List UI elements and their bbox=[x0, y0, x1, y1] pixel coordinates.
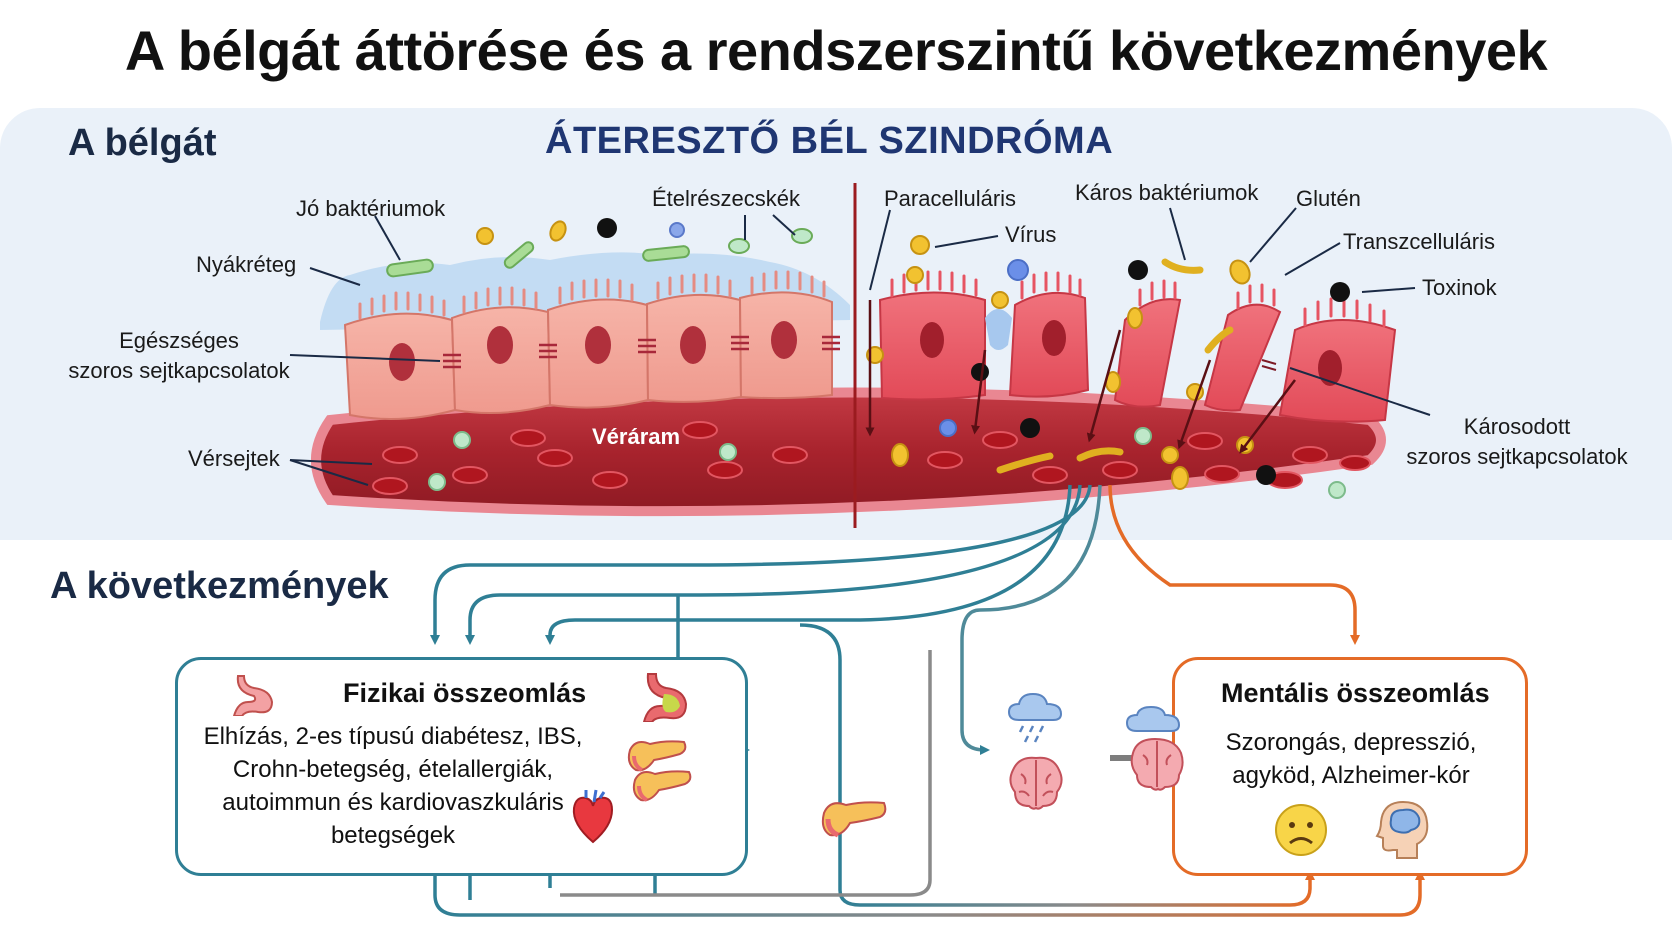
damaged-cell bbox=[1278, 319, 1397, 423]
label-damaged-tj-line1: Károsodott bbox=[1463, 414, 1571, 439]
leaked-particles bbox=[891, 418, 1276, 490]
label-good-bacteria: Jó baktériumok bbox=[296, 196, 446, 221]
mental-breakdown-box: Mentális összeomlás Szorongás, depresszi… bbox=[1172, 657, 1528, 876]
page-title: A bélgát áttörése és a rendszerszintű kö… bbox=[124, 19, 1548, 82]
pancreas-icon bbox=[821, 801, 887, 838]
label-bloodstream: Véráram bbox=[592, 424, 681, 449]
consequences-heading: A következmények bbox=[50, 565, 389, 607]
label-mucus: Nyákréteg bbox=[196, 252, 297, 277]
damaged-cell bbox=[878, 291, 986, 401]
stomach-icon bbox=[232, 675, 274, 716]
translocation-arrows bbox=[865, 300, 1296, 454]
leader-lines bbox=[289, 207, 1431, 486]
brain-icon bbox=[1009, 756, 1063, 810]
label-toxins: Toxinok bbox=[1422, 275, 1497, 300]
damaged-cells bbox=[878, 270, 1397, 423]
label-transcellular: Transzcelluláris bbox=[1343, 229, 1496, 254]
label-healthy-tj-line2: szoros sejtkapcsolatok bbox=[68, 358, 290, 383]
label-paracellular: Paracelluláris bbox=[884, 186, 1017, 211]
healthy-cell bbox=[645, 293, 743, 403]
mental-text-line1: Szorongás, depresszió, bbox=[1225, 729, 1477, 756]
label-healthy-tj-line1: Egészséges bbox=[119, 328, 239, 353]
damaged-cell bbox=[1203, 303, 1282, 412]
physical-text-line3: autoimmun és kardiovaszkuláris bbox=[222, 789, 564, 816]
physical-text-line1: Elhízás, 2-es típusú diabétesz, IBS, bbox=[203, 723, 583, 750]
label-blood-cells: Vérsejtek bbox=[188, 446, 280, 471]
mental-text-line2: agyköd, Alzheimer-kór bbox=[1232, 762, 1470, 789]
inflamed-stomach-icon bbox=[642, 673, 688, 722]
gut-barrier-heading: A bélgát bbox=[68, 122, 217, 164]
label-virus: Vírus bbox=[1005, 222, 1057, 247]
healthy-cell bbox=[546, 298, 650, 409]
heart-icon bbox=[572, 789, 614, 844]
physical-text-line2: Crohn-betegség, ételallergiák, bbox=[232, 756, 554, 783]
physical-breakdown-title: Fizikai összeomlás bbox=[343, 678, 587, 708]
rain-cloud-icon bbox=[1007, 692, 1063, 743]
label-harmful-bacteria: Káros baktériumok bbox=[1075, 180, 1259, 205]
head-brain-icon bbox=[1375, 800, 1429, 859]
lumen-particles bbox=[386, 218, 1350, 401]
sad-face-icon bbox=[1275, 804, 1327, 856]
healthy-cells bbox=[343, 270, 840, 420]
damaged-cell bbox=[1113, 298, 1182, 408]
pancreas-icon bbox=[627, 740, 687, 772]
consequence-flows bbox=[430, 484, 1425, 917]
white-blood-cells bbox=[428, 427, 1346, 499]
cloud-head-icon bbox=[1125, 705, 1184, 791]
healthy-cell bbox=[450, 306, 552, 415]
leaky-gut-heading: ÁTERESZTŐ BÉL SZINDRÓMA bbox=[545, 120, 1114, 162]
mucus-blob bbox=[985, 309, 1012, 350]
damaged-cell bbox=[1008, 291, 1090, 398]
red-blood-cells bbox=[372, 421, 1371, 495]
label-damaged-tj-line2: szoros sejtkapcsolatok bbox=[1406, 444, 1628, 469]
mental-breakdown-title: Mentális összeomlás bbox=[1221, 678, 1490, 708]
pancreas-icon bbox=[632, 770, 692, 802]
healthy-cell bbox=[343, 312, 457, 420]
physical-text-line4: betegségek bbox=[330, 822, 456, 849]
physical-breakdown-box: Fizikai összeomlás Elhízás, 2-es típusú … bbox=[175, 657, 748, 876]
label-food-particles: Ételrészecskék bbox=[652, 186, 800, 211]
label-gluten: Glutén bbox=[1296, 186, 1361, 211]
healthy-cell bbox=[738, 291, 833, 400]
